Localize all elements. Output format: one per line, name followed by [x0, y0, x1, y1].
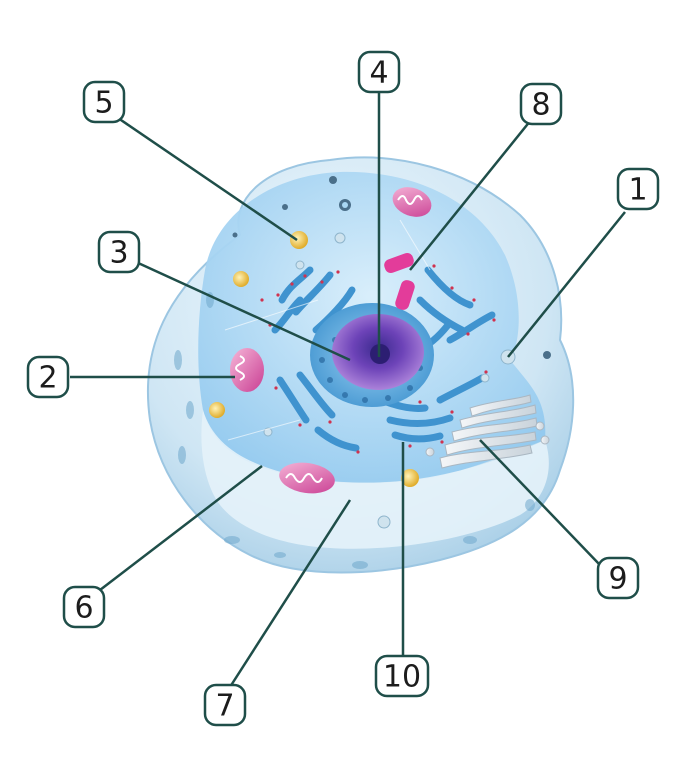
callout-2: 2 — [26, 355, 70, 399]
callout-3-label: 3 — [109, 236, 128, 271]
leader-line-8 — [409, 114, 536, 271]
callout-5: 5 — [82, 80, 126, 124]
callout-7: 7 — [203, 683, 247, 727]
mitochondrion-bottom — [279, 462, 335, 494]
leader-line-9 — [479, 439, 601, 566]
callout-1-label: 1 — [628, 173, 647, 208]
centrosome — [384, 252, 415, 310]
callout-5-label: 5 — [94, 86, 113, 121]
callout-10: 10 — [374, 654, 430, 698]
vesicles — [263, 232, 516, 529]
callout-2-label: 2 — [38, 361, 57, 396]
cut-face — [201, 410, 549, 549]
callout-8: 8 — [519, 82, 563, 126]
callout-6: 6 — [62, 585, 106, 629]
callout-10-label: 10 — [383, 660, 421, 695]
callout-8-label: 8 — [531, 88, 550, 123]
golgi-apparatus — [425, 394, 550, 469]
lysosomes — [209, 231, 419, 487]
leader-line-6 — [99, 465, 263, 591]
leader-lines — [70, 90, 626, 688]
callout-7-label: 7 — [215, 689, 234, 724]
mitochondrion-right — [392, 187, 432, 217]
callout-9: 9 — [596, 556, 640, 600]
mitochondrion-left — [230, 348, 264, 392]
leader-line-1 — [507, 211, 626, 358]
callout-4: 4 — [357, 50, 401, 94]
nucleus — [310, 303, 434, 407]
leader-line-3 — [135, 260, 351, 362]
callout-3: 3 — [97, 230, 141, 274]
callout-6-label: 6 — [74, 591, 93, 626]
callout-1: 1 — [616, 167, 660, 211]
callout-9-label: 9 — [608, 562, 627, 597]
leader-line-5 — [117, 116, 298, 242]
ribosome-dots — [260, 264, 496, 454]
leader-line-7 — [228, 499, 352, 688]
callout-4-label: 4 — [369, 56, 388, 91]
cytoskeleton — [224, 219, 431, 441]
